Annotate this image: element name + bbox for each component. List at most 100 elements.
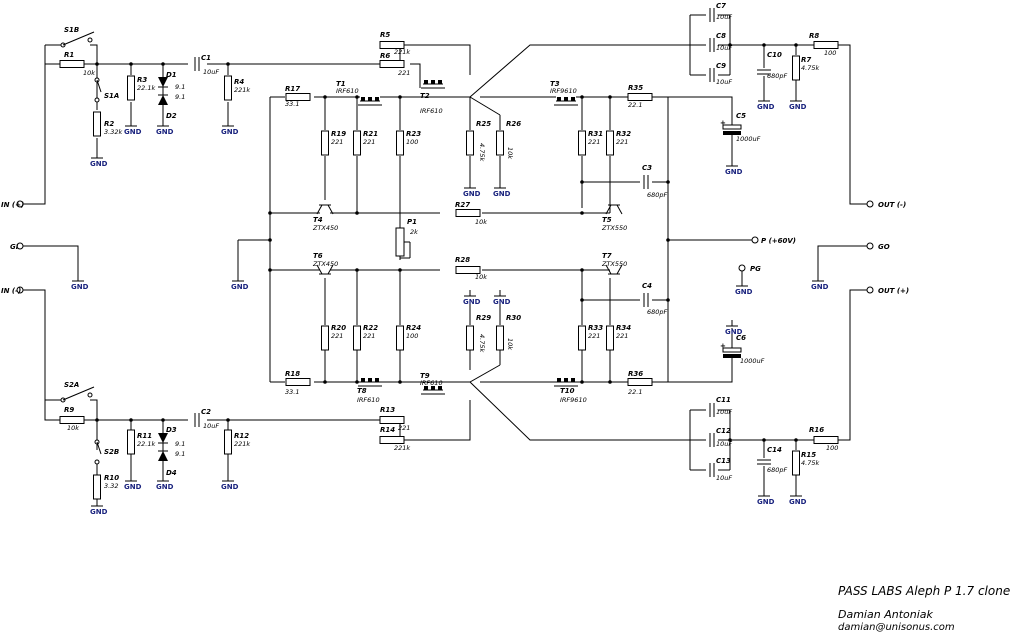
ref-label: R11 — [137, 432, 152, 440]
zener-d1: D1 — [158, 71, 177, 88]
plus-sign: + — [720, 119, 726, 127]
ground-label: GND — [90, 160, 108, 168]
ground-symbol: GND — [725, 160, 743, 176]
ref-label: R31 — [588, 130, 603, 138]
ref-label: R10 — [104, 474, 119, 482]
value-label: 221k — [394, 444, 410, 452]
ref-label: T7 — [602, 252, 612, 260]
ref-label: R3 — [137, 76, 147, 84]
ref-label: R15 — [801, 451, 816, 459]
d3-value: 9.1 — [175, 440, 185, 448]
value-label: 1000uF — [740, 357, 765, 365]
schematic-title: PASS LABS Aleph P 1.7 clone — [838, 584, 1011, 598]
junction-dot — [355, 380, 359, 384]
value-label: 221 — [588, 332, 600, 340]
value-label: IRF9610 — [560, 396, 587, 404]
zener-d4: D4 — [158, 450, 177, 477]
switch-s1a[interactable]: S1A — [94, 77, 119, 103]
go-terminal[interactable]: GO — [866, 242, 890, 251]
junction-dot — [762, 438, 766, 442]
ref-label: C11 — [716, 396, 731, 404]
value-label: 4.75k — [801, 64, 819, 72]
ground-label: GND — [811, 283, 829, 291]
ground-label: GND — [124, 128, 142, 136]
gi-terminal[interactable]: GI — [10, 242, 24, 251]
wire — [410, 63, 421, 88]
terminal-label: OUT (+) — [878, 287, 909, 295]
ground-symbol: GND — [156, 120, 174, 136]
ref-label: R30 — [506, 314, 521, 322]
switch-s1b[interactable]: S1B — [60, 26, 95, 48]
ref-label: C1 — [201, 54, 211, 62]
ground-label: GND — [71, 283, 89, 291]
value-label: 221 — [616, 332, 628, 340]
components: IN (+)S1BR110kS1AR23.32kGNDR322.1kGNDD19… — [1, 2, 909, 516]
ref-label: R35 — [628, 84, 643, 92]
wire — [90, 44, 98, 64]
junction-dot — [161, 418, 165, 422]
junction-dot — [95, 62, 99, 66]
ground-label: GND — [789, 498, 807, 506]
ref-label: R7 — [801, 56, 811, 64]
junction-dot — [398, 380, 402, 384]
ref-label: T1 — [336, 80, 346, 88]
value-label: 33.1 — [285, 388, 299, 396]
wire — [469, 364, 501, 383]
wire — [22, 63, 98, 205]
ref-label: D4 — [166, 469, 177, 477]
ref-label: R9 — [64, 406, 74, 414]
value-label: 100 — [826, 444, 838, 452]
junction-dot — [226, 418, 230, 422]
ground-symbol: GND — [735, 280, 753, 296]
terminal-label: PG — [750, 265, 761, 273]
wire — [469, 96, 501, 116]
ref-label: R22 — [363, 324, 378, 332]
resistor-r2: R23.32k — [93, 111, 122, 137]
junction-dot — [666, 298, 670, 302]
ground-symbol: GND — [463, 182, 481, 198]
ground-label: GND — [757, 103, 775, 111]
ground-symbol: GND — [90, 152, 108, 168]
ref-label: R19 — [331, 130, 346, 138]
ref-label: T10 — [560, 387, 575, 395]
ground-label: GND — [493, 190, 511, 198]
zener-d3: D3 — [158, 426, 177, 444]
p60-terminal[interactable]: P (+60V) — [751, 236, 796, 245]
wire — [652, 96, 669, 382]
value-label: 680pF — [647, 191, 668, 199]
switch-s2a[interactable]: S2A — [60, 381, 95, 403]
switch-s2b[interactable]: S2B — [94, 439, 119, 465]
ground-label: GND — [725, 328, 743, 336]
output-plus-terminal[interactable]: OUT (+) — [866, 286, 909, 295]
value-label: 4.75k — [801, 459, 819, 467]
junction-dot — [355, 268, 359, 272]
input-plus-terminal[interactable]: IN (+) — [1, 200, 24, 209]
value-label: 22.1 — [628, 101, 642, 109]
output-minus-terminal[interactable]: OUT (-) — [866, 200, 906, 209]
potentiometer-p1[interactable] — [395, 227, 405, 257]
ref-label: R21 — [363, 130, 378, 138]
value-label: 221 — [363, 332, 375, 340]
input-minus-terminal[interactable]: IN (-) — [1, 286, 24, 295]
pg-terminal[interactable]: PG — [738, 264, 761, 273]
junction-dot — [268, 238, 272, 242]
value-label: 33.1 — [285, 100, 299, 108]
ref-label: C8 — [716, 32, 726, 40]
value-label: 221 — [398, 69, 410, 77]
ref-label: T8 — [357, 387, 367, 395]
ref-label: T2 — [420, 92, 430, 100]
